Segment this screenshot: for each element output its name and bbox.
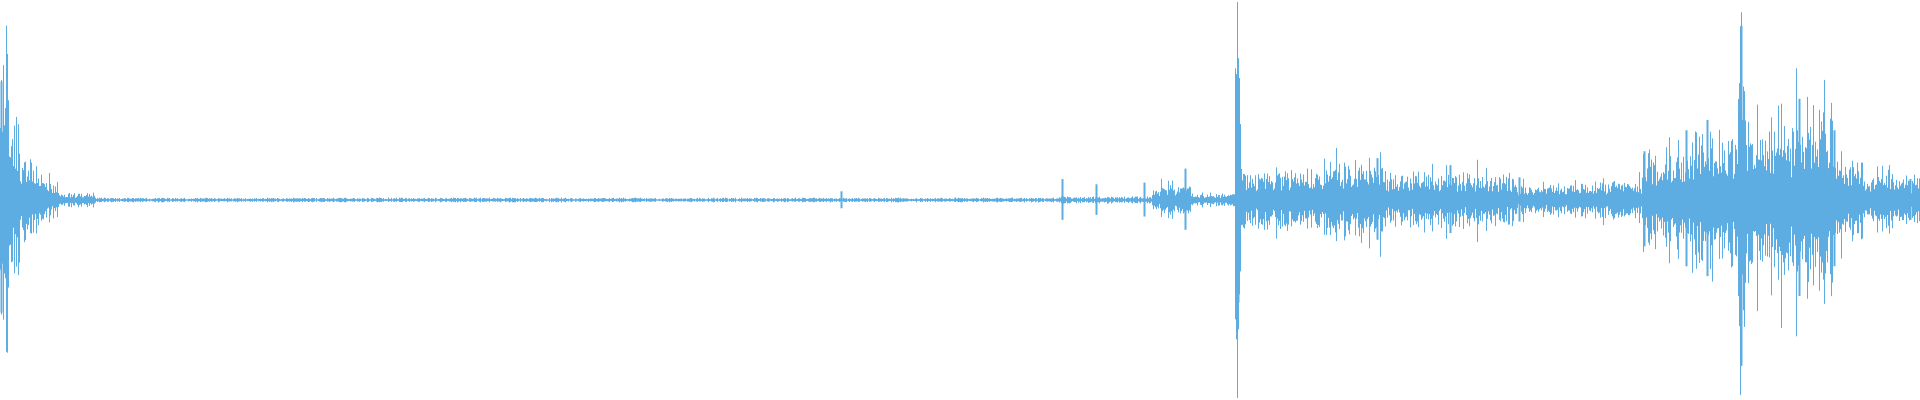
waveform-spikes bbox=[0, 25, 1912, 366]
